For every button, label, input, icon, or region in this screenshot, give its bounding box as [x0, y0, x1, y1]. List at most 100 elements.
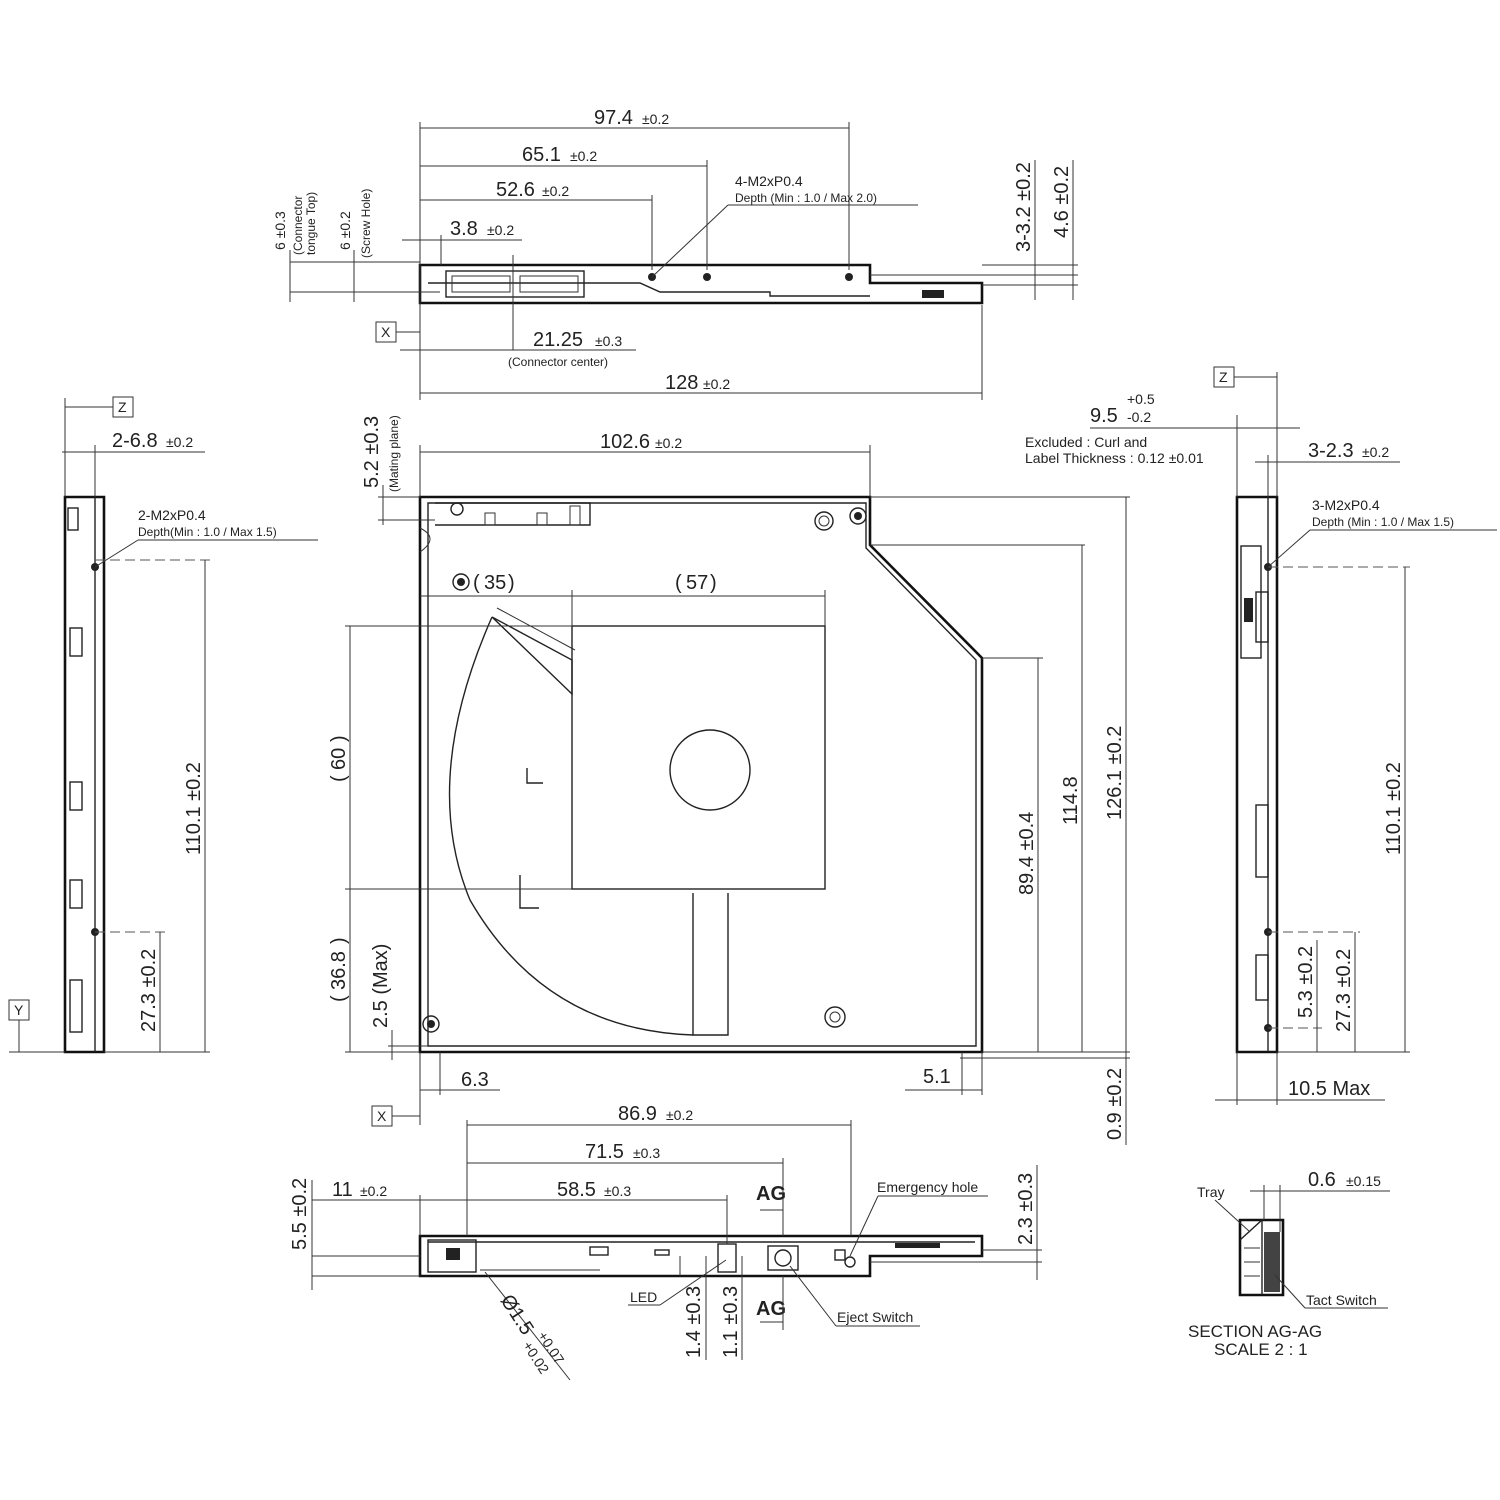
svg-text:): ) — [328, 937, 350, 944]
screw-note-right: 3-M2xP0.4 — [1312, 497, 1380, 513]
dim-3-3-2: 3-3.2 ±0.2 — [1013, 162, 1035, 252]
screw-note-top: 4-M2xP0.4 — [735, 173, 803, 189]
dim-97-4: 97.4 — [594, 107, 633, 129]
screw-hole — [814, 511, 834, 531]
screw-hole — [849, 507, 867, 525]
dim-102-6: 102.6 — [600, 431, 650, 453]
eject-switch — [767, 1245, 799, 1271]
svg-text:±0.2: ±0.2 — [487, 222, 514, 238]
dim-57: 57 — [686, 572, 708, 594]
svg-text:Z: Z — [118, 399, 127, 415]
svg-text:(Connector: (Connector — [291, 196, 305, 255]
screw-hole — [824, 1006, 846, 1028]
dim-0-9: 0.9 ±0.2 — [1104, 1068, 1126, 1140]
dim-110-1-right: 110.1 ±0.2 — [1383, 762, 1405, 855]
dim-27-3-left: 27.3 ±0.2 — [138, 949, 160, 1032]
dim-89-4: 89.4 ±0.4 — [1016, 812, 1038, 895]
svg-text:±0.3: ±0.3 — [633, 1145, 660, 1161]
spindle-circle — [669, 729, 751, 811]
right-view: 110.1 ±0.2 27.3 ±0.2 5.3 ±0.2 10.5 Max 9… — [1025, 366, 1497, 1105]
svg-text:): ) — [328, 735, 350, 742]
dim-58-5: 58.5 — [557, 1179, 596, 1201]
svg-text:±0.2: ±0.2 — [642, 111, 669, 127]
svg-text:-0.2: -0.2 — [1127, 409, 1151, 425]
screw-hole — [845, 273, 853, 281]
svg-text:±0.3: ±0.3 — [595, 333, 622, 349]
svg-text:±0.3: ±0.3 — [604, 1183, 631, 1199]
dim-128: 128 — [665, 372, 698, 394]
tray-label: Tray — [1197, 1184, 1224, 1200]
section-title: SECTION AG-AG — [1188, 1322, 1322, 1341]
dim-36-8: 36.8 — [328, 951, 350, 990]
svg-text:tongue Top): tongue Top) — [304, 192, 318, 255]
section-outline — [1238, 1218, 1285, 1297]
section-mark-ag-top: AG — [756, 1183, 786, 1205]
svg-text:(Mating plane): (Mating plane) — [387, 415, 401, 492]
dim-86-9: 86.9 — [618, 1103, 657, 1125]
svg-text:Depth (Min : 1.0 / Max 1.5): Depth (Min : 1.0 / Max 1.5) — [1312, 515, 1454, 529]
svg-text:±0.2: ±0.2 — [703, 376, 730, 392]
emergency-hole-label: Emergency hole — [877, 1179, 978, 1195]
svg-text:(: ( — [675, 572, 682, 594]
svg-text:±0.2: ±0.2 — [655, 435, 682, 451]
dim-5-5: 5.5 ±0.2 — [289, 1178, 311, 1250]
dim-6-3: 6.3 — [461, 1069, 489, 1091]
dim-1-4: 1.4 ±0.3 — [683, 1286, 705, 1358]
led-label: LED — [630, 1289, 657, 1305]
svg-text:Depth(Min : 1.0 / Max 1.5): Depth(Min : 1.0 / Max 1.5) — [138, 525, 277, 539]
label-area — [571, 625, 826, 890]
screw-hole — [703, 273, 711, 281]
dim-65-1: 65.1 — [522, 144, 561, 166]
dim-10-5-max: 10.5 Max — [1288, 1078, 1370, 1100]
dim-11: 11 — [332, 1179, 353, 1201]
svg-text:): ) — [710, 572, 717, 594]
svg-text:(Connector center): (Connector center) — [508, 355, 608, 369]
dim-1-1: 1.1 ±0.3 — [720, 1286, 742, 1358]
svg-text:(: ( — [473, 572, 480, 594]
sata-connector — [445, 270, 585, 298]
svg-text:X: X — [377, 1108, 387, 1124]
dim-114-8: 114.8 — [1060, 776, 1082, 825]
left-view: 110.1 ±0.2 27.3 ±0.2 2-6.8 ±0.2 Z 2-M2xP… — [8, 396, 318, 1054]
svg-text:Depth (Min : 1.0 / Max 2.0): Depth (Min : 1.0 / Max 2.0) — [735, 191, 877, 205]
svg-text:Label Thickness : 0.12 ±0.01: Label Thickness : 0.12 ±0.01 — [1025, 450, 1204, 466]
bottom-view: 86.9 ±0.2 71.5 ±0.3 58.5 ±0.3 11 ±0.2 5.… — [289, 1103, 1042, 1381]
eject-switch-label: Eject Switch — [837, 1309, 913, 1325]
emergency-hole — [844, 1256, 856, 1268]
dim-5-3: 5.3 ±0.2 — [1295, 946, 1317, 1018]
svg-text:±0.15: ±0.15 — [1346, 1173, 1381, 1189]
svg-text:±0.2: ±0.2 — [1362, 444, 1389, 460]
dim-27-3-right: 27.3 ±0.2 — [1333, 949, 1355, 1032]
svg-text:±0.2: ±0.2 — [570, 148, 597, 164]
svg-text:±0.2: ±0.2 — [360, 1183, 387, 1199]
svg-text:Y: Y — [14, 1002, 24, 1018]
dim-3-8: 3.8 — [450, 218, 478, 240]
dim-2-5-max: 2.5 (Max) — [370, 944, 392, 1028]
main-view: 102.6 ±0.2 5.2 ±0.3 (Mating plane) ( 35 … — [328, 415, 1130, 1145]
dim-4-6: 4.6 ±0.2 — [1051, 166, 1073, 238]
screw-hole — [422, 1015, 440, 1033]
dim-0-6: 0.6 — [1308, 1169, 1336, 1191]
dim-6-screw: 6 ±0.2 — [337, 211, 353, 250]
dim-52-6: 52.6 — [496, 179, 535, 201]
screw-note-left: 2-M2xP0.4 — [138, 507, 206, 523]
dim-126-1: 126.1 ±0.2 — [1104, 726, 1126, 820]
dim-5-2: 5.2 ±0.3 — [361, 416, 383, 488]
dim-2-6-8: 2-6.8 — [112, 430, 158, 452]
dim-35: 35 — [484, 572, 506, 594]
svg-text:±0.2: ±0.2 — [666, 1107, 693, 1123]
screw-hole — [452, 573, 470, 591]
dim-5-1: 5.1 — [923, 1066, 951, 1088]
dim-9-5: 9.5 — [1090, 405, 1118, 427]
dim-21-25: 21.25 — [533, 329, 583, 351]
svg-text:(: ( — [328, 775, 350, 782]
section-mark-ag-bottom: AG — [756, 1298, 786, 1320]
svg-text:±0.2: ±0.2 — [542, 183, 569, 199]
svg-text:): ) — [508, 572, 515, 594]
section-scale: SCALE 2 : 1 — [1214, 1340, 1308, 1359]
svg-text:(Screw Hole): (Screw Hole) — [359, 189, 373, 258]
section-ag-ag: 0.6 ±0.15 Tray Tact Switch SECTION AG-AG… — [1188, 1169, 1390, 1359]
tact-switch-label: Tact Switch — [1306, 1292, 1377, 1308]
dim-6-connector: 6 ±0.3 — [272, 211, 288, 250]
